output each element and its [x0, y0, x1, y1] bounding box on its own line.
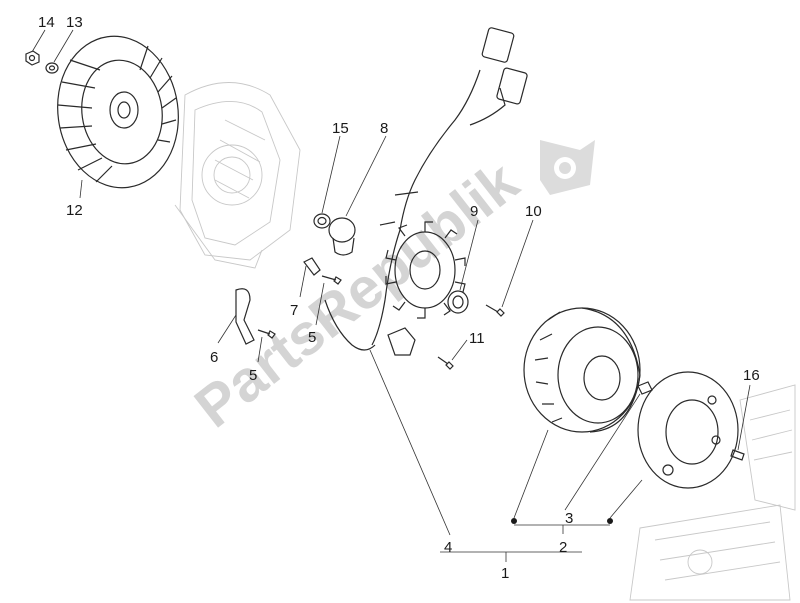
cooling-fan	[57, 35, 179, 189]
screw-part	[437, 356, 454, 370]
callout-14: 14	[38, 14, 55, 31]
callout-7: 7	[290, 302, 298, 319]
engine-block-ghost	[629, 384, 796, 601]
flywheel-rotor	[523, 307, 641, 433]
bushing-part	[328, 217, 356, 256]
stator	[385, 221, 466, 356]
washer-part	[45, 62, 59, 74]
nut-part	[25, 50, 40, 66]
screw-part	[257, 329, 276, 339]
callout-13: 13	[66, 14, 83, 31]
callout-8: 8	[380, 120, 388, 137]
watermark-text: PartsRepublik	[183, 148, 531, 440]
callout-11: 11	[469, 330, 485, 347]
gear-flag-icon	[540, 140, 595, 195]
leader-lines	[31, 29, 751, 562]
seal-ring-part	[313, 213, 331, 229]
spacer-washer-part	[447, 290, 469, 314]
callout-4: 4	[444, 539, 452, 556]
cable-plate-part	[235, 288, 255, 345]
callout-1: 1	[501, 565, 509, 582]
callout-9: 9	[470, 203, 478, 220]
callout-2: 2	[559, 539, 567, 556]
watermark: PartsRepublik	[183, 140, 595, 440]
callout-5-upper: 5	[308, 329, 316, 346]
callout-3: 3	[565, 510, 573, 527]
wiring-harness	[324, 27, 528, 351]
screw-part	[485, 304, 505, 317]
clip-bracket-part	[303, 257, 321, 276]
callout-10: 10	[525, 203, 542, 220]
callout-15: 15	[332, 120, 349, 137]
callout-5-lower: 5	[249, 367, 257, 384]
callout-12: 12	[66, 202, 83, 219]
screw-part	[321, 275, 342, 285]
callout-6: 6	[210, 349, 218, 366]
callout-16: 16	[743, 367, 760, 384]
trigger-plate	[637, 371, 745, 489]
engine-case-ghost	[174, 82, 301, 269]
